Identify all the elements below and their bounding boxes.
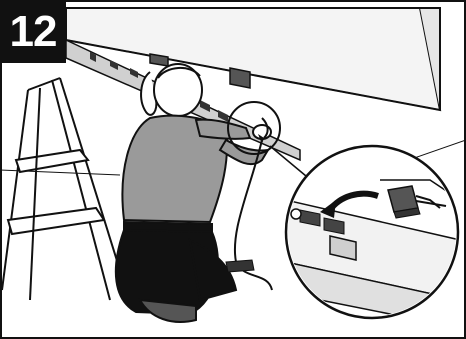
- mounting-bracket: [230, 68, 250, 88]
- step-ladder: [2, 78, 128, 300]
- detail-callout-large: [286, 146, 460, 339]
- display-panel: [66, 8, 440, 110]
- power-brick: [226, 260, 254, 272]
- mounting-bracket-left: [150, 54, 168, 66]
